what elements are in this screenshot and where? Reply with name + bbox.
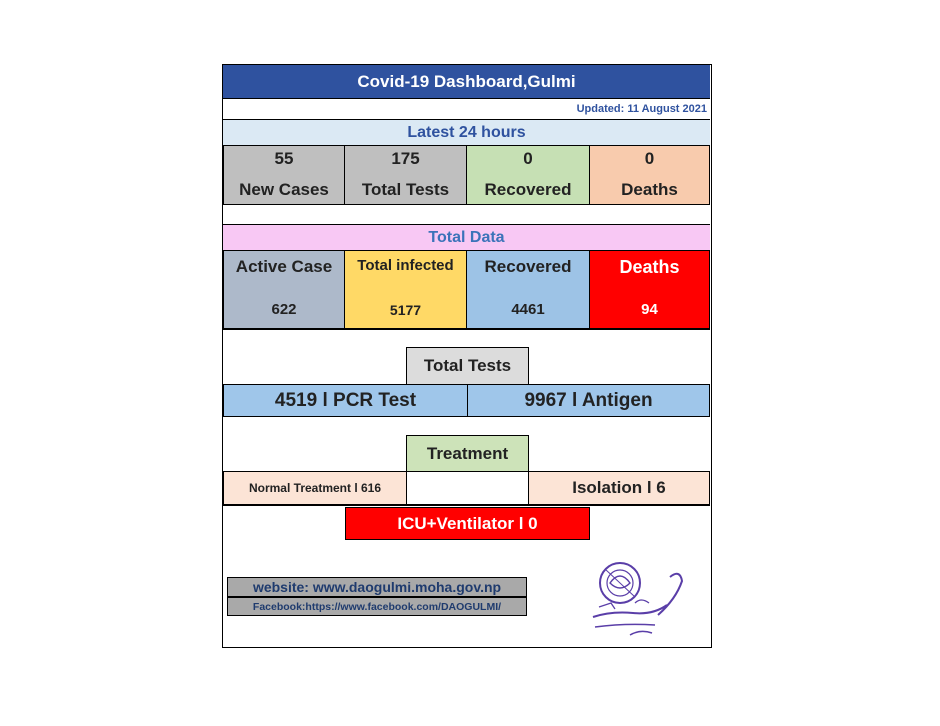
deaths-total-cell: Deaths 94 — [589, 250, 710, 329]
antigen-test-count: 9967 l Antigen — [467, 384, 710, 417]
total-data-heading: Total Data — [223, 224, 710, 251]
new-cases-label: New Cases — [239, 180, 329, 199]
total-tests-24h-value: 175 — [391, 149, 420, 168]
deaths-24h-value: 0 — [644, 149, 655, 168]
recovered-total-label: Recovered — [484, 257, 572, 276]
deaths-24h-label: Deaths — [621, 180, 678, 199]
total-tests-24h-label: Total Tests — [361, 180, 450, 199]
new-cases-value: 55 — [274, 149, 294, 168]
active-case-value: 622 — [271, 301, 297, 318]
dashboard-sheet: Covid-19 Dashboard,Gulmi Updated: 11 Aug… — [222, 64, 712, 648]
active-case-cell: Active Case 622 — [223, 250, 345, 329]
icu-ventilator-count: ICU+Ventilator l 0 — [345, 507, 590, 540]
treatment-empty-cell — [406, 471, 529, 505]
total-tests-heading: Total Tests — [406, 347, 529, 385]
section-divider — [223, 329, 710, 330]
updated-date: Updated: 11 August 2021 — [576, 103, 707, 115]
total-infected-label: Total infected — [357, 257, 454, 274]
total-infected-value: 5177 — [389, 302, 422, 318]
normal-treatment-count: Normal Treatment l 616 — [223, 471, 407, 505]
pcr-test-count: 4519 l PCR Test — [223, 384, 468, 417]
total-infected-cell: Total infected 5177 — [344, 250, 467, 329]
recovered-total-cell: Recovered 4461 — [466, 250, 590, 329]
deaths-total-label: Deaths — [619, 257, 680, 277]
treatment-divider — [223, 505, 710, 506]
recovered-24h-cell: 0 Recovered — [466, 145, 590, 205]
dashboard-title: Covid-19 Dashboard,Gulmi — [223, 65, 710, 99]
isolation-count: Isolation l 6 — [528, 471, 710, 505]
recovered-24h-label: Recovered — [484, 180, 572, 199]
treatment-heading: Treatment — [406, 435, 529, 472]
deaths-24h-cell: 0 Deaths — [589, 145, 710, 205]
latest-24h-heading: Latest 24 hours — [223, 119, 710, 146]
new-cases-cell: 55 New Cases — [223, 145, 345, 205]
website-link[interactable]: website: www.daogulmi.moha.gov.np — [227, 577, 527, 597]
facebook-link[interactable]: Facebook:https://www.facebook.com/DAOGUL… — [227, 597, 527, 616]
district-office-seal-icon — [575, 555, 700, 645]
active-case-label: Active Case — [235, 257, 333, 276]
recovered-24h-value: 0 — [523, 149, 533, 168]
total-tests-24h-cell: 175 Total Tests — [344, 145, 467, 205]
recovered-total-value: 4461 — [511, 301, 545, 318]
deaths-total-value: 94 — [641, 301, 658, 318]
